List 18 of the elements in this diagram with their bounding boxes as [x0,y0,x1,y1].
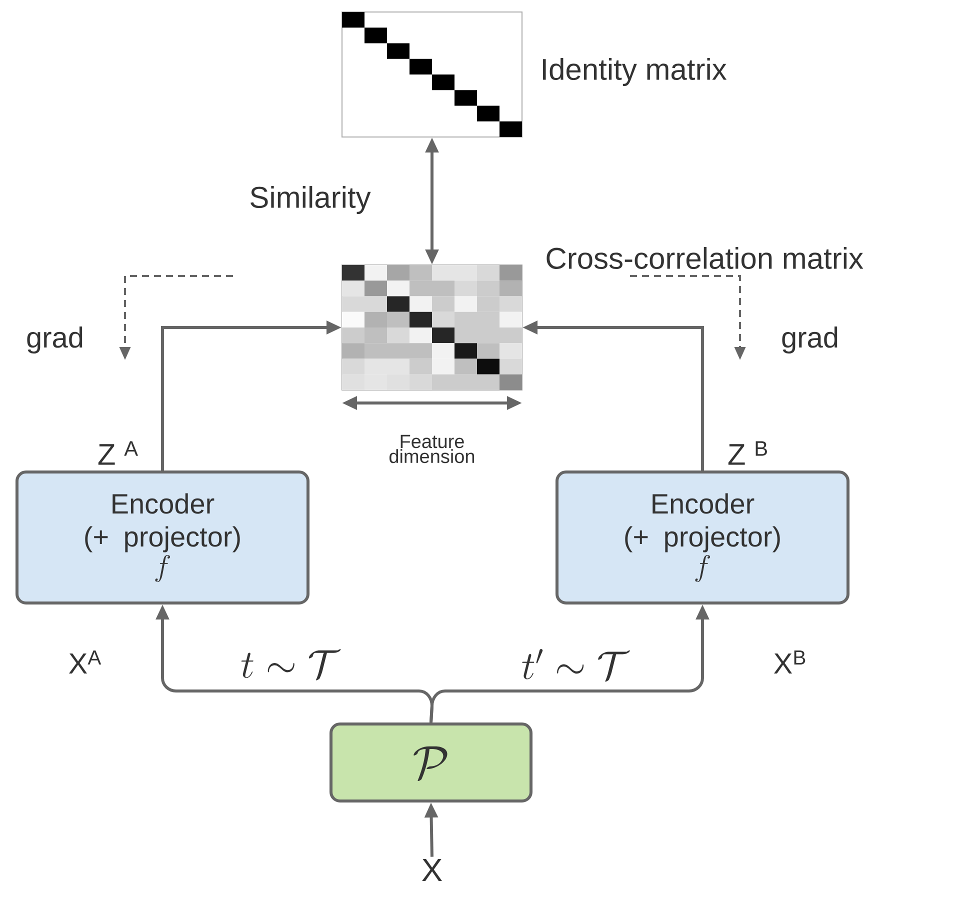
matrix-label: Identity matrix [542,58,727,86]
variable-label: X$^{A}$ [68,650,102,674]
edge-label: Similarity [250,186,371,214]
edge-label: Z $^{B}$ [728,441,767,465]
edge-label: $t' \sim \mathcal{T}$ [522,649,630,682]
variable-label: X$^{B}$ [774,650,806,674]
axis-label: Feature dimension [390,434,474,464]
input-label: X [422,859,442,882]
matrix-drawing [342,12,522,138]
edge-label: $t \sim \mathcal{T}$ [241,649,341,680]
encoder-box: Encoder (+ projector) $f$ [16,470,310,604]
grad-label: grad [782,326,838,354]
grad-label: grad [27,326,82,354]
edge-label: Z $^{A}$ [98,441,138,465]
encoder-box: Encoder (+ projector) $f$ [556,470,850,604]
process-box: $\mathcal{P}$ [330,722,532,802]
matrix-label: Cross-correlation matrix [546,247,864,270]
matrix-drawing [342,264,522,390]
